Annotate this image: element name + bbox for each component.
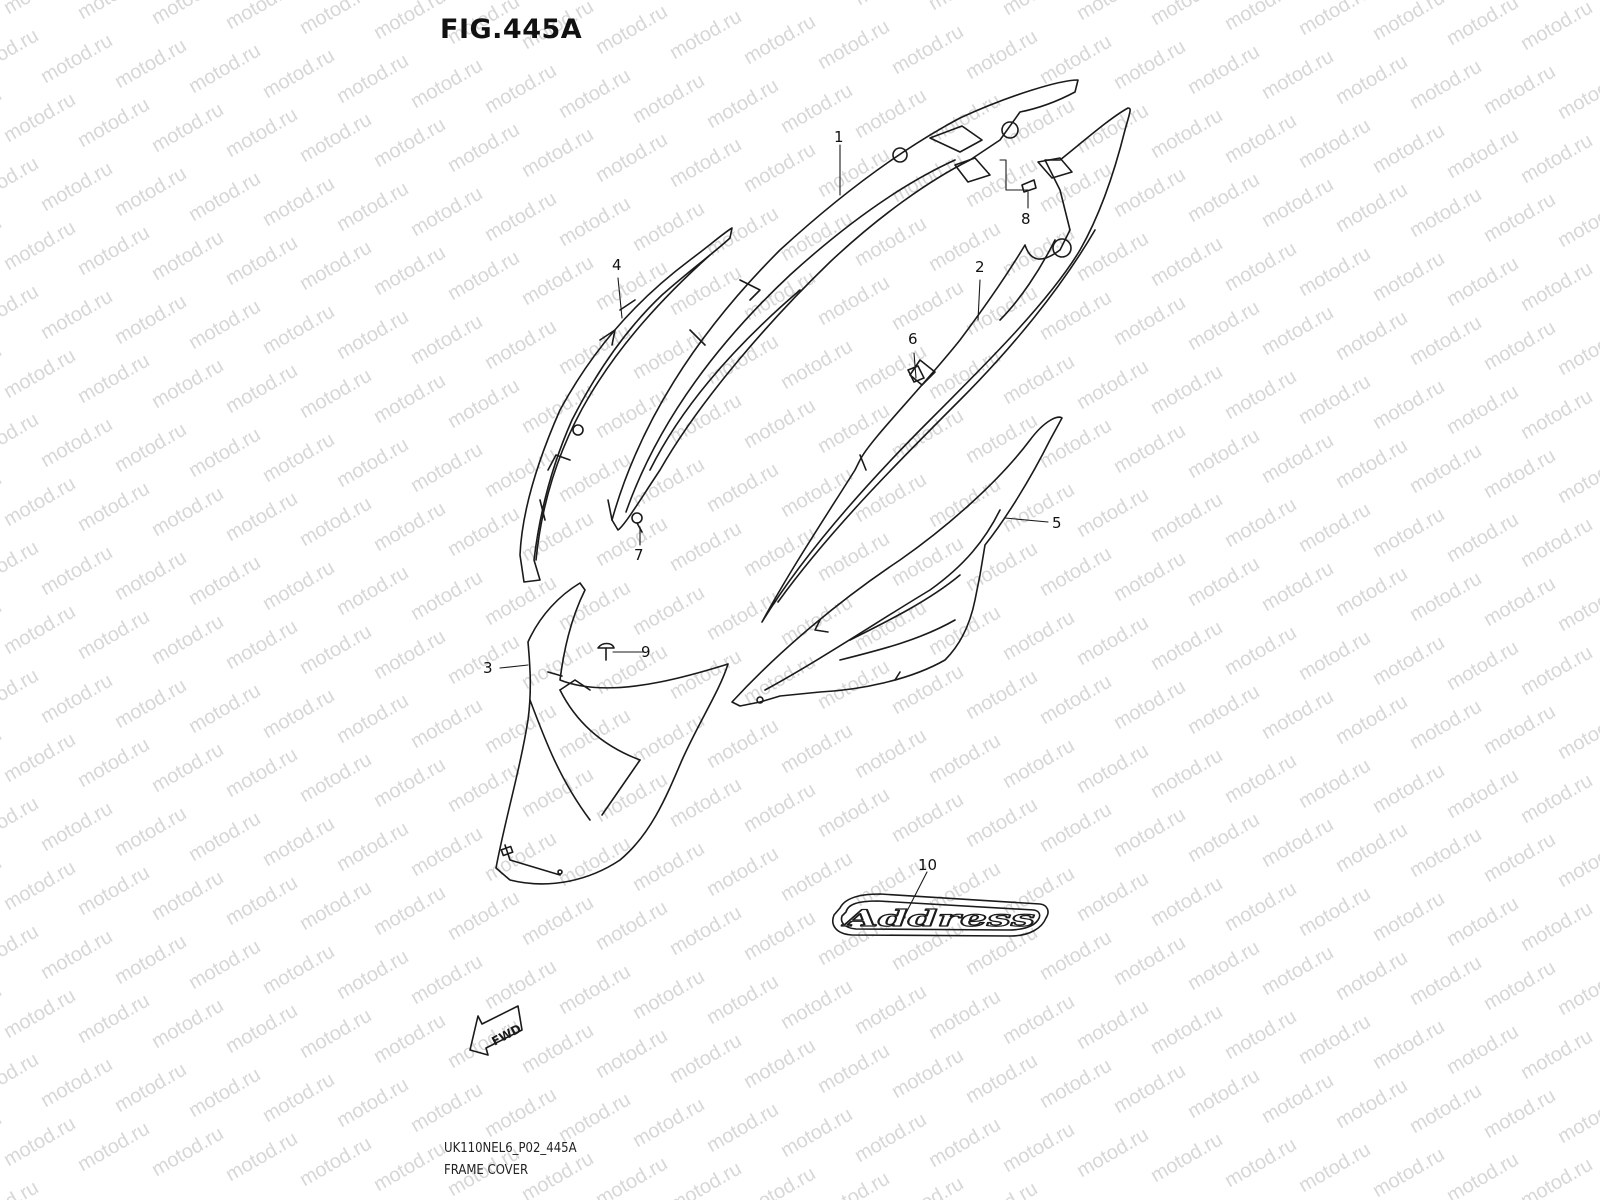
callout-9: 9	[641, 643, 651, 661]
figure-name: FRAME COVER	[444, 1163, 529, 1178]
emblem-text: Address	[841, 906, 1035, 932]
callout-6: 6	[908, 330, 918, 348]
part-2-frame-cover[interactable]	[761, 107, 1131, 623]
part-3-front-cover[interactable]	[495, 582, 729, 885]
part-5-side-cover[interactable]	[731, 416, 1063, 707]
callout-5: 5	[1052, 514, 1062, 532]
leader-lines	[499, 144, 1049, 919]
figure-code: UK110NEL6_P02_445A	[444, 1141, 577, 1156]
fwd-arrow-icon: FWD	[469, 1005, 524, 1056]
callout-4: 4	[612, 256, 622, 274]
callout-3: 3	[483, 659, 493, 677]
part-10-emblem[interactable]: Address	[832, 893, 1049, 937]
callout-7: 7	[634, 546, 644, 564]
fwd-label: FWD	[489, 1021, 523, 1048]
figure-title: FIG.445A	[440, 14, 583, 45]
callout-10: 10	[918, 856, 937, 874]
callout-8: 8	[1021, 210, 1031, 228]
part-4-side-cover[interactable]	[519, 227, 733, 583]
part-1-frame-cover[interactable]	[607, 79, 1079, 531]
callout-1: 1	[834, 128, 844, 146]
callout-2: 2	[975, 258, 985, 276]
callout-labels: 1 2 3 4 5 6 7 8 9 10	[483, 128, 1062, 874]
part-9-screw[interactable]	[597, 642, 615, 661]
